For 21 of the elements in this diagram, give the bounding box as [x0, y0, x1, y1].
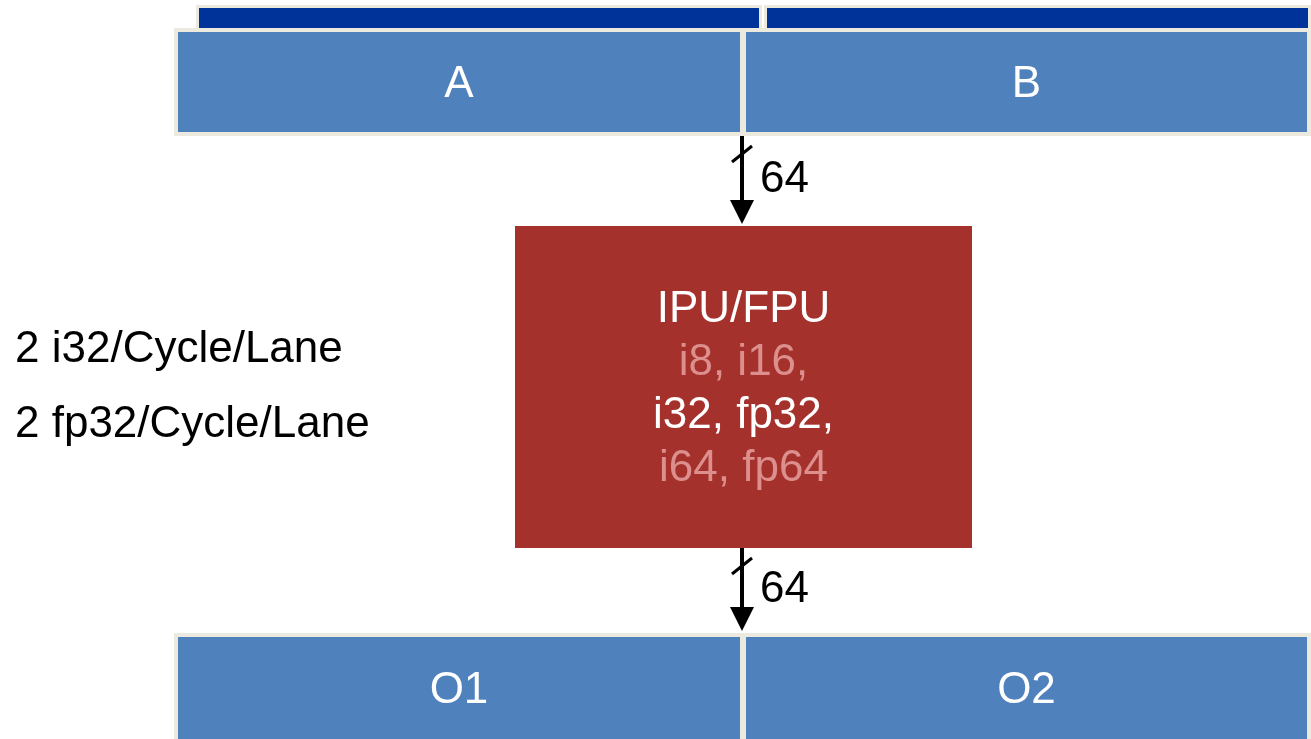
register-box [174, 633, 744, 739]
data-type-list: i32, fp32, [653, 387, 834, 440]
register-box [742, 633, 1311, 739]
bus-bar [764, 5, 1311, 31]
bus-bar [196, 5, 762, 31]
register-box [174, 28, 744, 136]
edge-label: 64 [760, 152, 809, 202]
register-label: B [1011, 55, 1042, 108]
throughput-note: 2 i32/Cycle/Lane [15, 322, 343, 372]
execution-unit-box [515, 226, 972, 548]
arrow [730, 136, 754, 224]
register-label: O2 [997, 661, 1056, 714]
register-label: O1 [429, 661, 489, 714]
data-type-list: i64, fp64 [659, 439, 828, 493]
unit-title: IPU/FPU [656, 281, 831, 334]
throughput-note: 2 fp32/Cycle/Lane [15, 397, 370, 447]
edge-label: 64 [760, 562, 809, 612]
data-type-list: i8, i16, [678, 334, 809, 387]
register-label: A [444, 55, 474, 108]
arrow [730, 548, 754, 631]
register-box [742, 28, 1311, 136]
